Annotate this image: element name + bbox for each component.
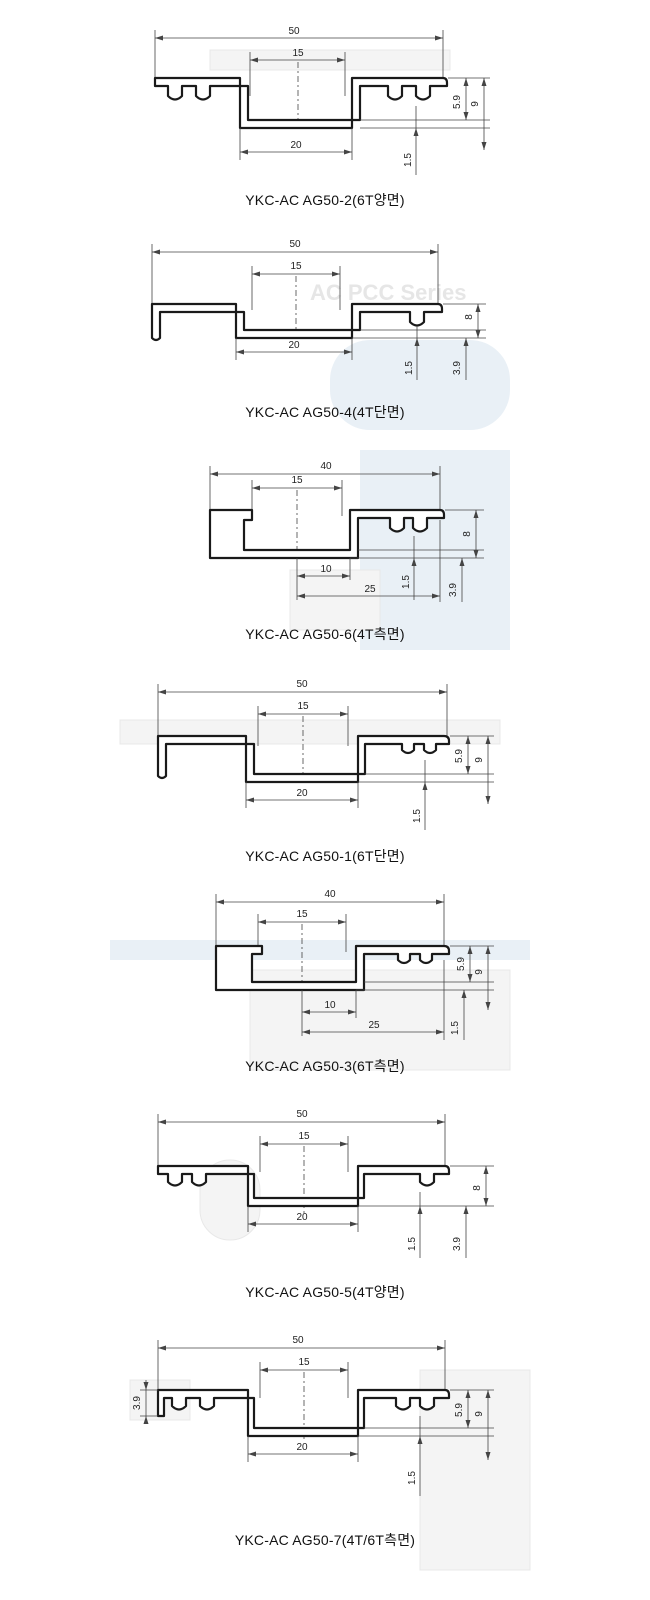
profile-drawing: 40 15 8 10 25 1.5 3.9 xyxy=(208,450,510,650)
dim-bottom2: 25 xyxy=(368,1020,380,1031)
dim-base: 1.5 xyxy=(407,1471,418,1485)
diagram-caption: YKC-AC AG50-6(4T측면) xyxy=(245,626,405,642)
dim-top: 15 xyxy=(298,1357,310,1368)
dim-left: 3.9 xyxy=(132,1396,143,1410)
dim-h2: 9 xyxy=(474,1411,485,1417)
diagram-caption: YKC-AC AG50-1(6T단면) xyxy=(245,848,405,864)
dim-base2: 3.9 xyxy=(452,361,463,375)
diagram-caption: YKC-AC AG50-2(6T양면) xyxy=(245,192,405,208)
background-shape xyxy=(110,940,530,960)
diagram-ag50-5: 50 15 8 20 1.5 3.9 YKC-AC AG50-5(4T양면) xyxy=(0,1100,650,1320)
profile-shape xyxy=(156,734,451,784)
profile-shape xyxy=(150,302,444,342)
dim-base: 1.5 xyxy=(401,575,412,589)
diagram-ag50-6: 40 15 8 10 25 1.5 3.9 YKC-AC AG50-6 xyxy=(0,450,650,680)
dim-overall: 50 xyxy=(296,1109,308,1120)
dim-overall: 50 xyxy=(296,680,308,690)
profile-shape xyxy=(214,944,451,992)
profile-drawing: 50 15 5.9 9 20 1.5 xyxy=(119,680,501,830)
diagram-caption: YKC-AC AG50-5(4T양면) xyxy=(245,1284,405,1300)
profile-drawing: 50 15 5.9 9 20 1.5 xyxy=(153,26,490,175)
dim-h1: 5.9 xyxy=(454,1403,465,1417)
dim-overall: 50 xyxy=(292,1335,304,1346)
dim-base: 1.5 xyxy=(450,1021,461,1035)
dim-bottom: 20 xyxy=(290,140,302,151)
dim-h2: 9 xyxy=(474,969,485,975)
dim-top: 15 xyxy=(297,701,309,712)
diagram-ag50-2: 50 15 5.9 9 20 1.5 YKC-AC AG50-2(6T양면) xyxy=(0,0,650,230)
dim-h1: 5.9 xyxy=(454,749,465,763)
dim-bottom: 10 xyxy=(324,1000,336,1011)
dim-overall: 50 xyxy=(288,26,300,37)
diagram-caption: YKC-AC AG50-7(4T/6T측면) xyxy=(234,1532,416,1548)
dim-base2: 3.9 xyxy=(448,583,459,597)
dim-h1: 5.9 xyxy=(456,957,467,971)
dim-base: 1.5 xyxy=(404,361,415,375)
background-shape xyxy=(330,340,510,430)
profile-shape xyxy=(156,1388,451,1438)
dim-h2: 9 xyxy=(474,757,485,763)
diagram-ag50-7: 50 15 3.9 5.9 9 20 1.5 YK xyxy=(0,1320,650,1600)
dim-base: 1.5 xyxy=(403,153,414,167)
dim-bottom: 20 xyxy=(296,788,308,799)
diagram-caption: YKC-AC AG50-3(6T측면) xyxy=(245,1058,405,1074)
profile-shape xyxy=(156,1164,451,1208)
diagram-ag50-4: AC PCC Series 50 15 8 20 1.5 3 xyxy=(0,230,650,450)
profile-shape xyxy=(153,76,449,130)
dim-bottom2: 25 xyxy=(364,584,376,595)
dim-h2: 9 xyxy=(470,101,481,107)
diagram-ag50-3: 40 15 5.9 9 10 25 1.5 YKC-AC A xyxy=(0,890,650,1100)
profile-drawing: 50 15 8 20 1.5 3.9 xyxy=(156,1109,494,1258)
diagram-caption: YKC-AC AG50-4(4T단면) xyxy=(245,404,405,420)
profile-shape xyxy=(208,508,446,560)
dim-base2: 3.9 xyxy=(452,1237,463,1251)
dim-bottom: 20 xyxy=(296,1442,308,1453)
dim-top: 15 xyxy=(296,909,308,920)
dim-base: 1.5 xyxy=(407,1237,418,1251)
background-watermark xyxy=(289,569,381,631)
dim-h2: 8 xyxy=(472,1185,483,1191)
diagram-ag50-1: 50 15 5.9 9 20 1.5 YKC-AC AG50-1(6T단면) xyxy=(0,680,650,890)
dim-bottom: 20 xyxy=(288,340,300,351)
dim-top: 15 xyxy=(290,261,302,272)
dim-h1: 5.9 xyxy=(452,95,463,109)
profile-drawing: 50 15 3.9 5.9 9 20 1.5 xyxy=(129,1335,531,1571)
dim-bottom: 10 xyxy=(320,564,332,575)
dim-overall: 50 xyxy=(289,239,301,250)
dim-top: 15 xyxy=(292,48,304,59)
dim-h2: 8 xyxy=(462,531,473,537)
profile-drawing: AC PCC Series 50 15 8 20 1.5 3 xyxy=(150,239,510,430)
profile-drawing: 40 15 5.9 9 10 25 1.5 xyxy=(110,890,530,1071)
dim-top: 15 xyxy=(298,1131,310,1142)
dim-overall: 40 xyxy=(324,890,336,900)
background-watermark xyxy=(419,1369,531,1571)
background-watermark: AC PCC Series xyxy=(310,280,467,305)
dim-top: 15 xyxy=(291,475,303,486)
dim-base: 1.5 xyxy=(412,809,423,823)
dim-bottom: 20 xyxy=(296,1212,308,1223)
dim-overall: 40 xyxy=(320,461,332,472)
dim-h2: 8 xyxy=(464,314,475,320)
